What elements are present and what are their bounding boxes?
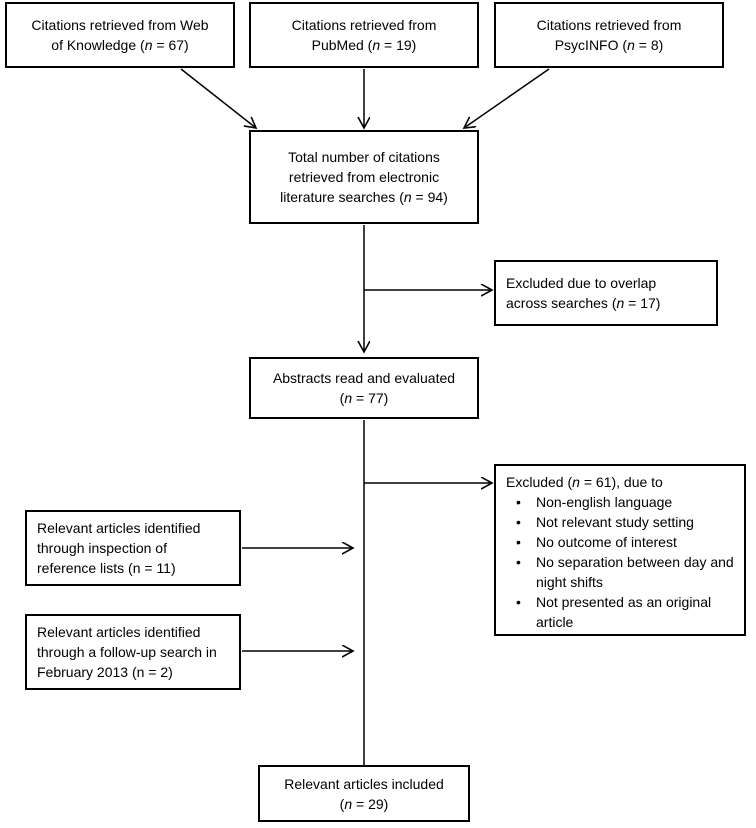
arrow-wok-to-total — [180, 68, 256, 128]
exclusion-reason: No separation between day and night shif… — [506, 552, 734, 592]
excluded-reasons-box: Excluded (n = 61), due to Non-english la… — [494, 464, 746, 636]
followup-line1: Relevant articles identified — [37, 624, 201, 640]
overlap-excluded-box: Excluded due to overlap across searches … — [494, 260, 718, 326]
exclusion-reasons-list: Non-english language Not relevant study … — [506, 492, 734, 632]
followup-line3: February 2013 (n = 2) — [37, 664, 173, 680]
wok-line1: Citations retrieved from Web — [31, 17, 209, 33]
wok-citations-box: Citations retrieved from Web of Knowledg… — [5, 2, 235, 68]
reflists-line2: through inspection of — [37, 540, 167, 556]
included-line2: ( — [339, 795, 345, 812]
exclusion-reason: Not relevant study setting — [506, 512, 734, 532]
total-count: = 94) — [411, 189, 448, 205]
total-line1: Total number of citations — [288, 149, 440, 165]
total-line3: literature searches ( — [280, 189, 404, 205]
overlap-n-symbol: n — [616, 295, 625, 311]
followup-search-box: Relevant articles identified through a f… — [25, 614, 241, 690]
overlap-count: = 17) — [624, 295, 661, 311]
psycinfo-line2: PsycINFO ( — [554, 37, 628, 53]
overlap-line1: Excluded due to overlap — [506, 275, 657, 291]
followup-line2: through a follow-up search in — [37, 644, 217, 660]
psycinfo-count: = 8) — [634, 37, 664, 53]
total-citations-box: Total number of citations retrieved from… — [249, 130, 479, 224]
psycinfo-line1: Citations retrieved from — [536, 17, 682, 33]
pubmed-line2: PubMed ( — [311, 37, 373, 53]
abstracts-n-symbol: n — [344, 390, 353, 406]
exclusion-reason: No outcome of interest — [506, 532, 734, 552]
total-n-symbol: n — [403, 189, 412, 205]
abstracts-line1: Abstracts read and evaluated — [272, 370, 456, 386]
excluded-count: = 61), due to — [579, 474, 663, 490]
psycinfo-n-symbol: n — [627, 37, 635, 53]
included-articles-box: Relevant articles included (n = 29) — [258, 765, 470, 822]
arrow-psycinfo-to-total — [464, 68, 550, 128]
pubmed-count: = 19) — [380, 37, 417, 53]
total-line2: retrieved from electronic — [288, 169, 440, 185]
pubmed-n-symbol: n — [372, 37, 381, 53]
wok-line2: of Knowledge ( — [51, 37, 145, 53]
abstracts-line2: ( — [339, 390, 345, 406]
psycinfo-citations-box: Citations retrieved from PsycINFO (n = 8… — [494, 2, 724, 68]
abstracts-count: = 77) — [352, 390, 389, 406]
reflists-line1: Relevant articles identified — [37, 520, 201, 536]
exclusion-reason: Not presented as an original article — [506, 592, 734, 632]
pubmed-line1: Citations retrieved from — [291, 17, 437, 33]
reflists-line3: reference lists (n = 11) — [37, 560, 176, 576]
excluded-n-symbol: n — [572, 474, 580, 490]
abstracts-box: Abstracts read and evaluated (n = 77) — [249, 357, 479, 419]
included-count: = 29) — [352, 795, 389, 812]
included-line1: Relevant articles included — [284, 775, 444, 792]
reference-lists-box: Relevant articles identified through ins… — [25, 510, 241, 586]
wok-count: = 67) — [152, 37, 189, 53]
pubmed-citations-box: Citations retrieved from PubMed (n = 19) — [249, 2, 479, 68]
included-n-symbol: n — [344, 795, 353, 812]
exclusion-reason: Non-english language — [506, 492, 734, 512]
overlap-line2: across searches ( — [506, 295, 617, 311]
wok-n-symbol: n — [144, 37, 153, 53]
excluded-line1: Excluded ( — [506, 474, 573, 490]
